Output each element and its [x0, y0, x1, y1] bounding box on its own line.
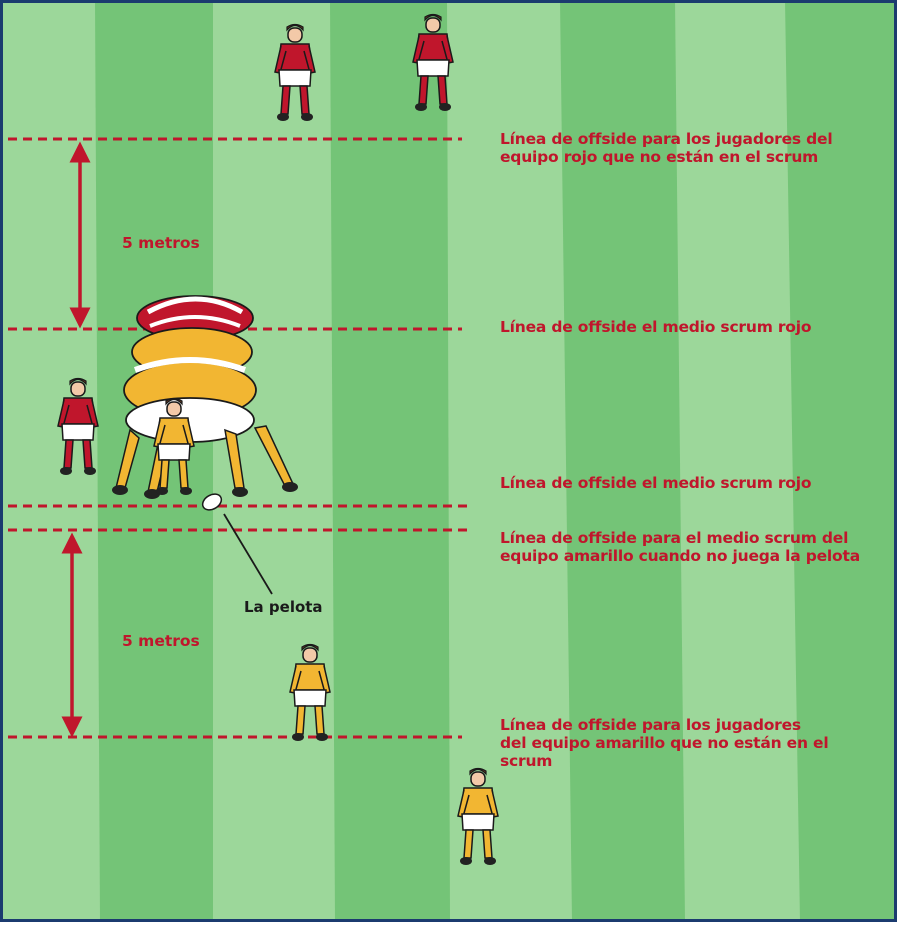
distance-arrows: [61, 141, 91, 738]
ball-label: La pelota: [244, 598, 323, 616]
ball-pointer-line: [223, 513, 273, 595]
distance-label-top: 5 metros: [122, 234, 200, 252]
label-red-scrumhalf-line-2: Línea de offside el medio scrum rojo: [500, 474, 812, 492]
scrum-pack-icon: [112, 295, 298, 499]
label-yellow-offside-line: Línea de offside para los jugadores del …: [500, 716, 829, 770]
label-red-scrumhalf-line-1: Línea de offside el medio scrum rojo: [500, 318, 812, 336]
label-red-offside-line: Línea de offside para los jugadores del …: [500, 130, 833, 166]
distance-label-bottom: 5 metros: [122, 632, 200, 650]
rugby-ball-icon: [201, 493, 223, 511]
label-yellow-scrumhalf-line: Línea de offside para el medio scrum del…: [500, 529, 860, 565]
